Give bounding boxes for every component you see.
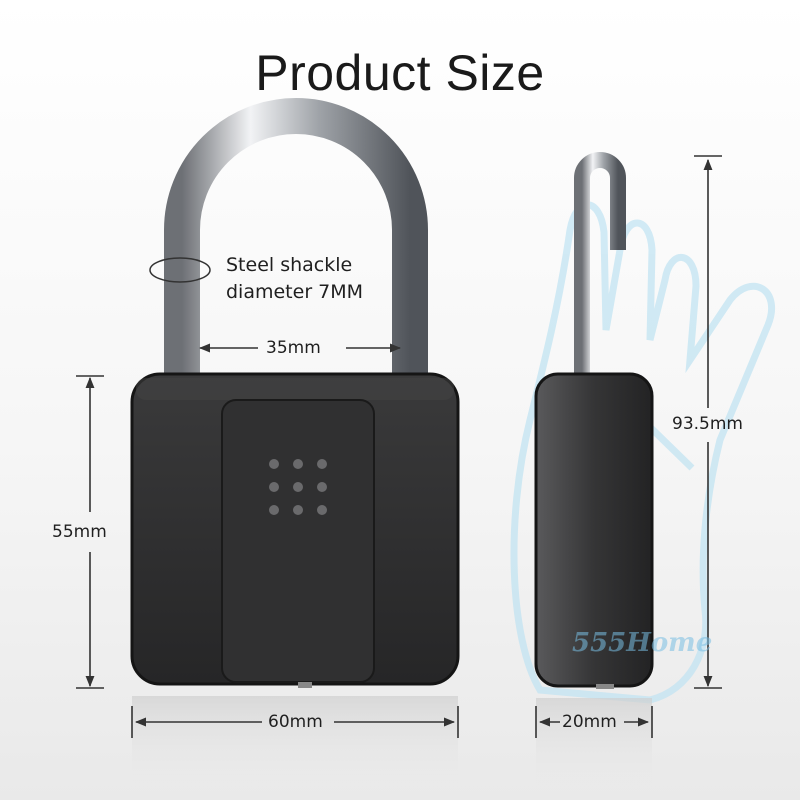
watermark-text: 555Home: [572, 628, 713, 658]
shackle-width-label: 35mm: [266, 338, 321, 358]
padlock-side: [534, 152, 654, 788]
body-height-label: 55mm: [52, 522, 107, 542]
body-width-label: 60mm: [268, 712, 323, 732]
page-title: Product Size: [255, 45, 545, 101]
depth-label: 20mm: [562, 712, 617, 732]
keypad-cover: [221, 399, 375, 683]
padlock-front: [130, 98, 460, 786]
shackle-note-line1: Steel shackle: [226, 254, 353, 276]
shackle-diameter-marker: [149, 257, 211, 283]
keypad-dots: [269, 459, 327, 515]
lock-side-body: [534, 372, 654, 688]
shackle-note: Steel shackle diameter 7MM: [226, 252, 363, 306]
total-height-label: 93.5mm: [672, 414, 743, 434]
shackle: [164, 98, 428, 378]
shackle-note-line2: diameter 7MM: [226, 281, 364, 303]
